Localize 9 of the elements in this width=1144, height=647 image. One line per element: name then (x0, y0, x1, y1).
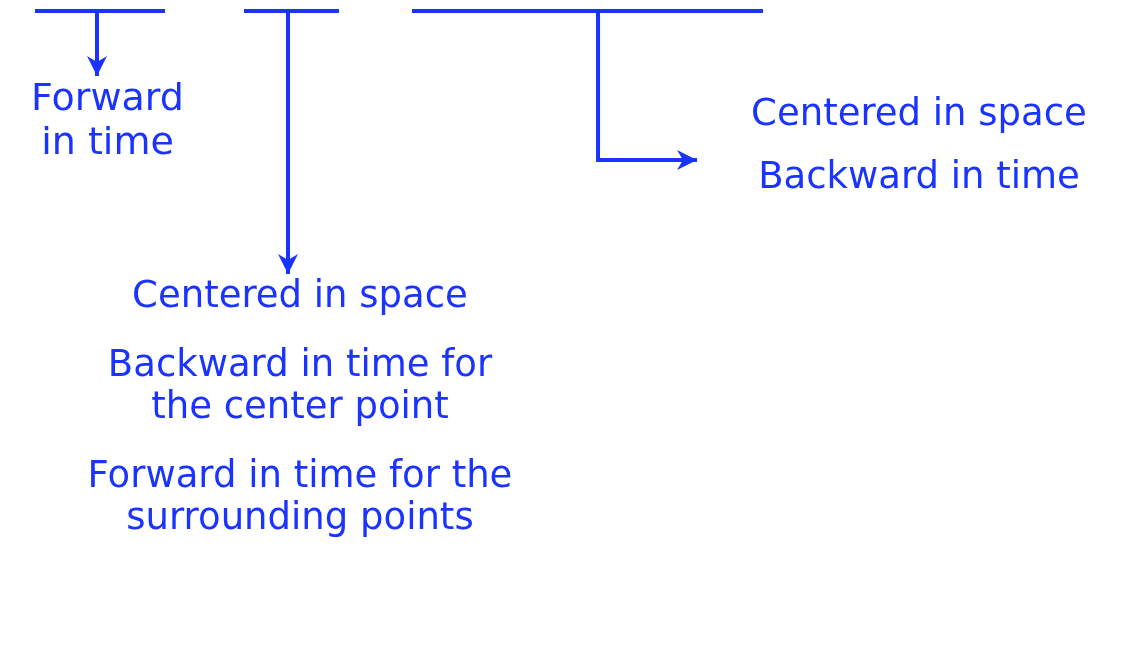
label-text: Centered in space (750, 92, 1088, 135)
label-text: Backward in time for the center point (106, 342, 494, 428)
label-text: Backward in time (757, 154, 1081, 198)
arrow (278, 13, 298, 274)
label-text: Forward in time for the surrounding points (86, 453, 514, 539)
arrow (596, 13, 697, 170)
label-text: Centered in space (131, 274, 469, 317)
label-text: Forward in time (30, 76, 185, 164)
arrow (87, 13, 107, 76)
